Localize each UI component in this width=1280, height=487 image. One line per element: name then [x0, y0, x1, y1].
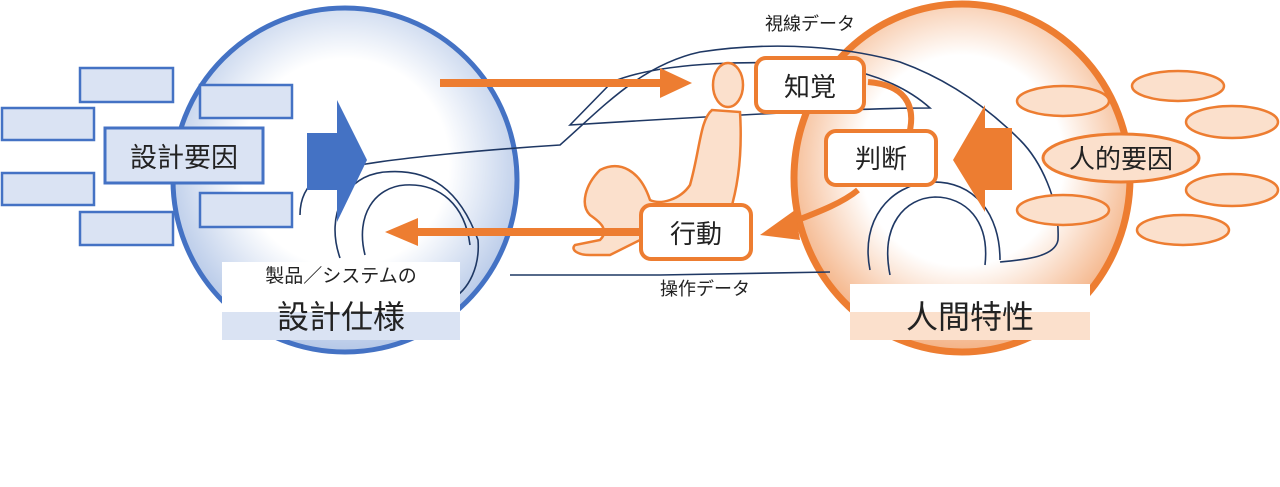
blue-right-arrow-icon [307, 100, 367, 222]
perception-label: 知覚 [784, 73, 836, 103]
action-label: 行動 [670, 220, 722, 250]
gaze-data-label: 視線データ [765, 14, 855, 35]
design-spec-caption-band [222, 312, 460, 340]
orange-left-arrow-icon [953, 105, 1012, 212]
human-characteristics-caption-large: 人間特性 [906, 298, 1034, 336]
design-spec-caption-large: 設計仕様 [277, 298, 405, 336]
gaze-data-arrow-icon [440, 68, 692, 98]
human-characteristics-caption-bg [850, 284, 1090, 314]
perception-to-judgment-curve [867, 79, 915, 131]
action-box [639, 203, 753, 261]
perception-box [754, 56, 866, 114]
judgment-label: 判断 [855, 145, 907, 175]
human-factor-label: 人的要因 [1069, 145, 1173, 175]
human-factor-ellipses [1015, 69, 1280, 247]
action-arrowhead-icon [760, 210, 800, 240]
operation-data-arrow-icon [385, 218, 640, 246]
design-factor-box [103, 126, 265, 185]
design-factor-label: 設計要因 [130, 143, 238, 174]
operation-data-label: 操作データ [660, 279, 750, 300]
human-factor-ellipse [1041, 132, 1201, 184]
design-spec-caption-small: 製品／システムの [265, 265, 416, 287]
human-characteristics-caption-band [850, 312, 1090, 340]
judgment-box [824, 129, 938, 187]
design-spec-caption-bg [222, 262, 460, 314]
design-factor-boxes [0, 66, 294, 247]
